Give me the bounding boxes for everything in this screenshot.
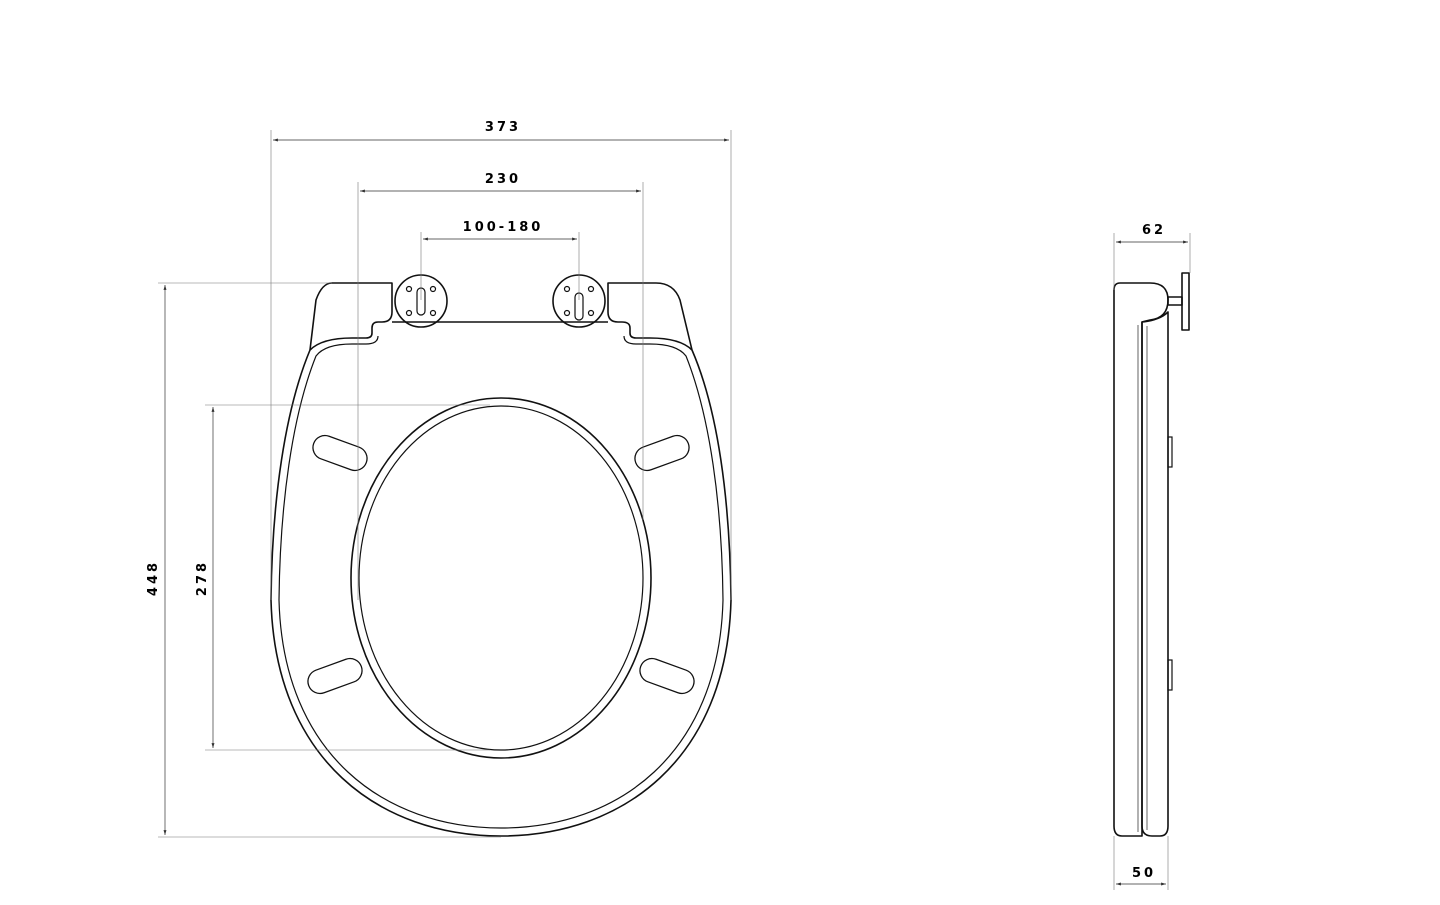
seat-outer-outline [270, 282, 732, 837]
dim-label-inner-width: 230 [485, 172, 521, 187]
bumper-slot-top-left [312, 434, 368, 472]
dim-label-overall-length: 448 [146, 560, 161, 596]
dim-label-top-depth: 62 [1142, 223, 1166, 238]
seat-inner-rim [278, 343, 724, 829]
extension-lines [158, 130, 732, 838]
dim-label-bottom-depth: 50 [1132, 866, 1156, 881]
seat-opening-inner [358, 405, 644, 751]
seat-inner-top-left [352, 335, 379, 345]
seat-opening-outer [350, 397, 652, 759]
dim-label-opening-length: 278 [195, 560, 210, 596]
side-view: 62 50 [1113, 223, 1191, 890]
side-bumper-bottom [1167, 659, 1173, 691]
side-bumper-top [1167, 436, 1173, 468]
seat-inner-top-right [623, 335, 650, 345]
side-seat-outline [1141, 311, 1169, 837]
side-extension-lines [1113, 233, 1191, 890]
dim-label-overall-width: 373 [485, 120, 521, 135]
dim-label-hinge-spacing: 100-180 [463, 220, 544, 235]
side-lid-outline [1113, 282, 1169, 837]
side-hinge-bolt [1167, 272, 1190, 331]
bumper-slot-bottom-right [639, 657, 695, 695]
bumper-slot-top-right [634, 434, 690, 472]
front-view: 373 230 100-180 448 278 [146, 120, 732, 838]
bumper-slot-bottom-left [307, 657, 363, 695]
